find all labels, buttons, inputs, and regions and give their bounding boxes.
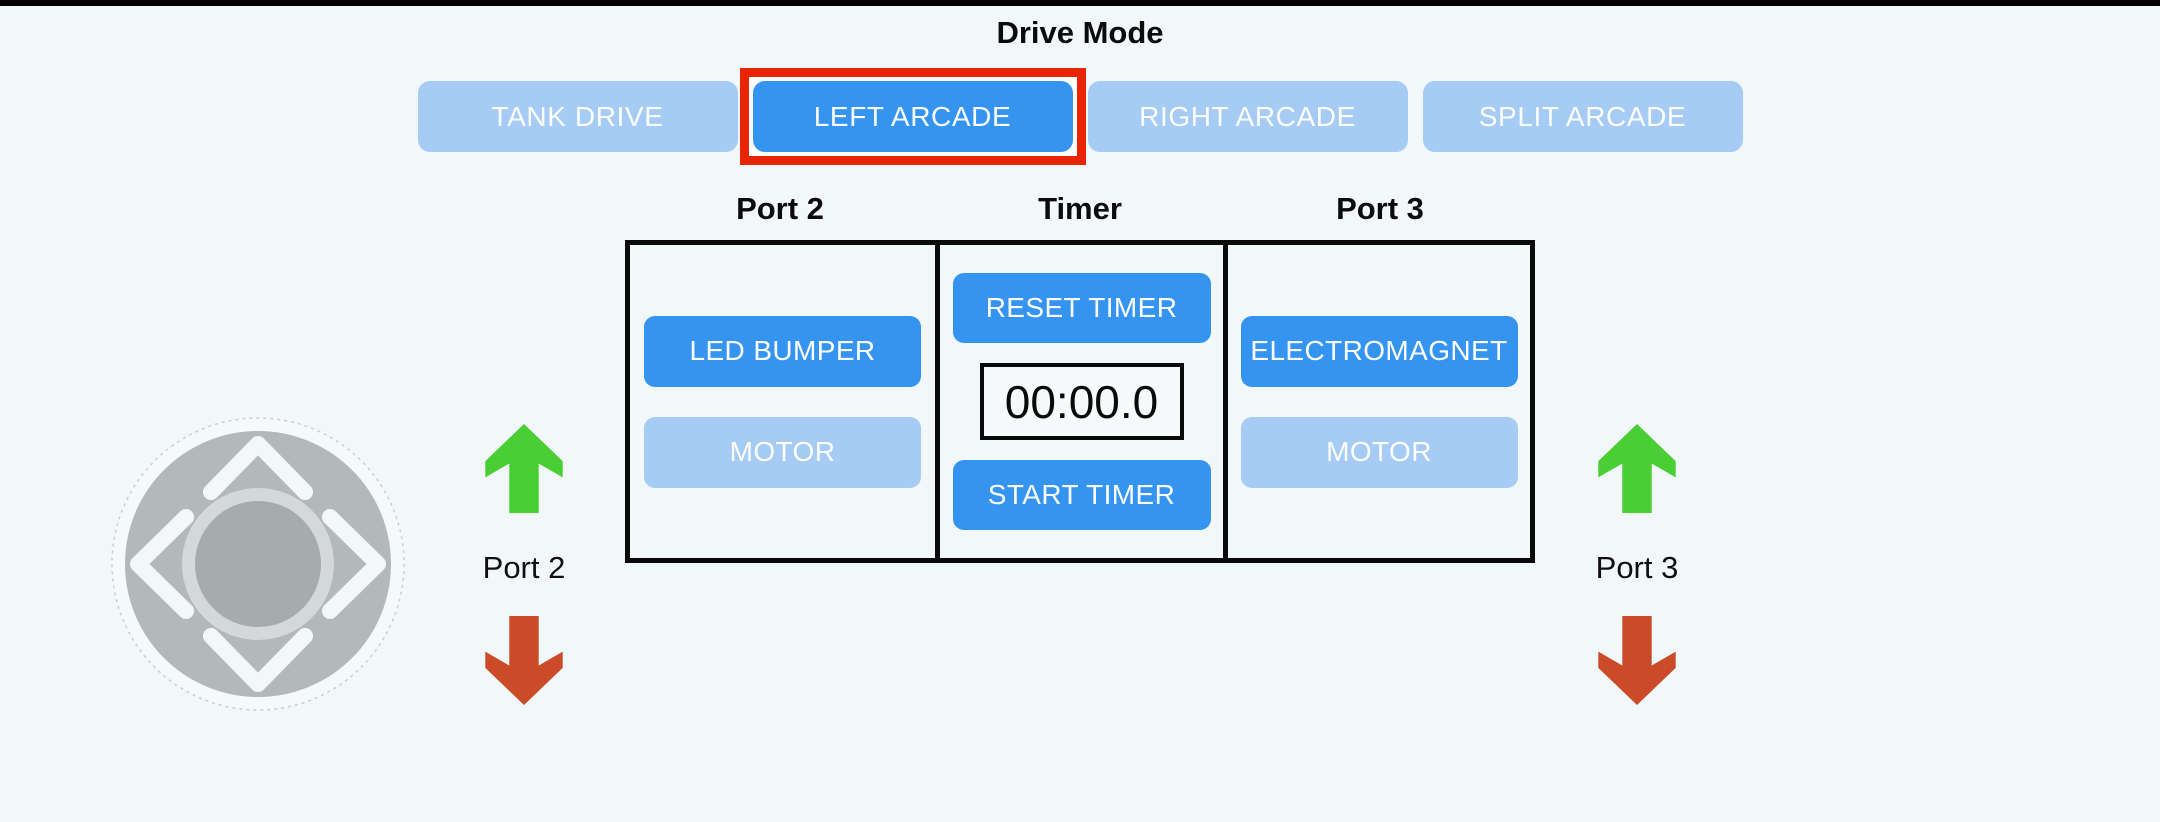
control-board: LED BUMPER MOTOR RESET TIMER 00:00.0 STA… — [625, 240, 1535, 563]
virtual-joystick[interactable] — [110, 416, 406, 712]
port2-channel: Port 2 — [444, 424, 604, 705]
port3-section: ELECTROMAGNET MOTOR — [1228, 245, 1530, 558]
port2-up-arrow-icon[interactable] — [485, 424, 563, 513]
timer-display: 00:00.0 — [979, 363, 1184, 440]
chevron-down-icon — [203, 628, 313, 692]
drive-mode-selector: TANK DRIVE LEFT ARCADE RIGHT ARCADE SPLI… — [0, 68, 2160, 165]
port3-up-arrow-icon[interactable] — [1598, 424, 1676, 513]
board-headers: Port 2 Timer Port 3 — [625, 190, 1535, 228]
chevron-left-icon — [130, 509, 194, 619]
chevron-up-icon — [203, 436, 313, 500]
led-bumper-button[interactable]: LED BUMPER — [644, 315, 921, 387]
port3-down-arrow-icon[interactable] — [1598, 616, 1676, 705]
timer-section: RESET TIMER 00:00.0 START TIMER — [935, 245, 1228, 558]
joystick-icon — [111, 417, 405, 711]
port2-section: LED BUMPER MOTOR — [630, 245, 935, 558]
reset-timer-button[interactable]: RESET TIMER — [952, 273, 1211, 343]
right-arcade-button[interactable]: RIGHT ARCADE — [1087, 81, 1408, 152]
chevron-right-icon — [322, 509, 386, 619]
top-black-bar — [0, 0, 2160, 6]
split-arcade-button[interactable]: SPLIT ARCADE — [1422, 81, 1743, 152]
selected-mode-outline: LEFT ARCADE — [739, 68, 1086, 165]
left-arcade-button[interactable]: LEFT ARCADE — [752, 81, 1073, 152]
port3-channel: Port 3 — [1557, 424, 1717, 705]
port2-header: Port 2 — [736, 191, 824, 226]
tank-drive-button[interactable]: TANK DRIVE — [417, 81, 738, 152]
port3-header: Port 3 — [1336, 191, 1424, 226]
port2-motor-button[interactable]: MOTOR — [644, 416, 921, 488]
port2-channel-label: Port 2 — [482, 550, 566, 585]
electromagnet-button[interactable]: ELECTROMAGNET — [1240, 315, 1518, 387]
drive-mode-title: Drive Mode — [996, 15, 1164, 50]
port3-channel-label: Port 3 — [1595, 550, 1679, 585]
start-timer-button[interactable]: START TIMER — [952, 460, 1211, 530]
port3-motor-button[interactable]: MOTOR — [1240, 416, 1518, 488]
timer-header: Timer — [1038, 191, 1122, 226]
port2-down-arrow-icon[interactable] — [485, 616, 563, 705]
